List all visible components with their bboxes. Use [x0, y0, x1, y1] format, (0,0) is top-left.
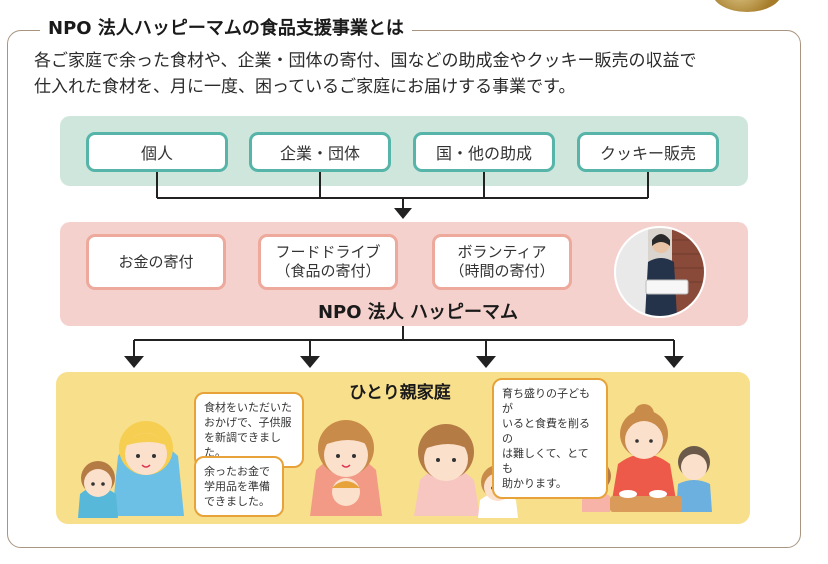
- decorative-gold-ornament: [712, 0, 782, 12]
- bubble-line: 余ったお金で: [204, 465, 270, 478]
- down-arrow-icon: [124, 356, 144, 368]
- support-money-donation: お金の寄付: [86, 234, 226, 290]
- source-individual: 個人: [86, 132, 228, 172]
- support-label: フードドライブ: [275, 243, 381, 261]
- support-label: お金の寄付: [118, 252, 194, 271]
- bubble-line: を新調できました。: [204, 431, 281, 459]
- intro-text: 各ご家庭で余った食材や、企業・団体の寄付、国などの助成金やクッキー販売の収益で …: [34, 48, 794, 100]
- speech-bubble: 余ったお金で 学用品を準備 できました。: [194, 456, 284, 517]
- bubble-line: おかげで、子供服: [204, 416, 292, 429]
- page-heading: NPO 法人ハッピーマムの食品支援事業とは: [40, 16, 412, 42]
- speech-bubble: 育ち盛りの子どもが いると食費を削るの は難しくて、とても 助かります。: [492, 378, 608, 499]
- source-cookie-sales: クッキー販売: [577, 132, 719, 172]
- support-label: ボランティア: [457, 243, 547, 261]
- intro-line-2: 仕入れた食材を、月に一度、困っているご家庭にお届けする事業です。: [34, 77, 576, 97]
- organization-name: NPO 法人 ハッピーマム: [317, 302, 519, 323]
- bubble-line: 助かります。: [502, 477, 567, 490]
- down-arrow-icon: [476, 356, 496, 368]
- down-arrow-icon: [394, 208, 412, 219]
- down-arrow-icon: [300, 356, 320, 368]
- family-illustration: [78, 421, 184, 518]
- volunteer-photo: [614, 226, 706, 318]
- connector-lines: [133, 172, 675, 358]
- bubble-line: は難しくて、とても: [502, 447, 589, 475]
- down-arrow-icon: [664, 356, 684, 368]
- support-food-drive: フードドライブ （食品の寄付）: [258, 234, 398, 290]
- intro-line-1: 各ご家庭で余った食材や、企業・団体の寄付、国などの助成金やクッキー販売の収益で: [34, 51, 697, 71]
- source-company: 企業・団体: [249, 132, 391, 172]
- support-volunteer: ボランティア （時間の寄付）: [432, 234, 572, 290]
- bubble-line: 育ち盛りの子どもが: [502, 387, 590, 415]
- bubble-line: 学用品を準備: [204, 480, 270, 493]
- down-arrow-icons: [124, 208, 684, 368]
- support-sublabel: （食品の寄付）: [275, 262, 381, 280]
- source-government: 国・他の助成: [413, 132, 555, 172]
- families-title: ひとり親家庭: [349, 383, 451, 403]
- speech-bubble: 食材をいただいた おかげで、子供服 を新調できました。: [194, 392, 304, 468]
- bubble-line: いると食費を削るの: [502, 417, 590, 445]
- support-sublabel: （時間の寄付）: [449, 262, 555, 280]
- bubble-line: できました。: [204, 495, 270, 508]
- family-illustration: [310, 420, 382, 516]
- bubble-line: 食材をいただいた: [204, 401, 292, 414]
